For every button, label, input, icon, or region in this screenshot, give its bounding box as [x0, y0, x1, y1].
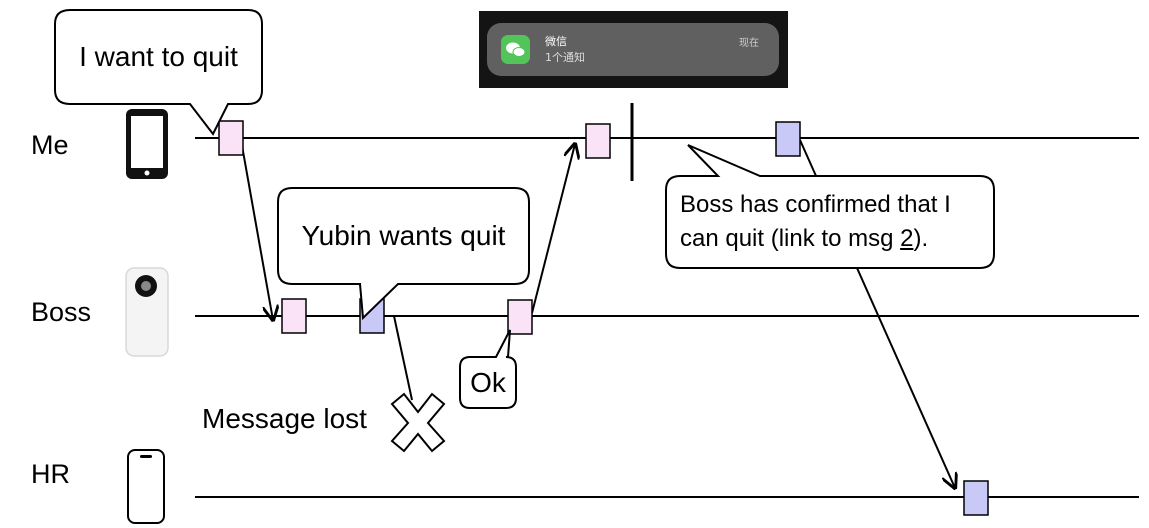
notification-app-name: 微信: [545, 35, 567, 48]
event-box-me-2: [585, 123, 611, 159]
bubble-ok-text: Ok: [470, 366, 506, 398]
message-lost-x-icon: [390, 392, 446, 453]
bubble-confirm-shape: [665, 144, 995, 269]
msg-link[interactable]: 2: [900, 225, 914, 252]
phone-white-camera-icon: [125, 267, 169, 357]
bubble-me-quit-shape: [54, 9, 263, 136]
confirm-line-1: Boss has confirmed that I: [680, 191, 951, 218]
notification-card[interactable]: 微信 1个通知 现在: [487, 23, 779, 76]
arrow-boss-to-hr-lost: [393, 315, 413, 401]
participant-label-me: Me: [31, 130, 69, 160]
bubble-boss-relay-text: Yubin wants quit: [301, 220, 506, 251]
notification-banner: 微信 1个通知 现在: [479, 11, 788, 88]
bubble-confirm-text: Boss has confirmed that I can quit (link…: [666, 176, 994, 268]
event-box-boss-3: [507, 299, 533, 335]
bubble-boss-relay-shape: [277, 187, 530, 321]
participant-label-hr: HR: [31, 459, 70, 489]
message-lost-label: Message lost: [202, 403, 367, 434]
notification-subtitle: 1个通知: [545, 51, 585, 64]
wechat-icon: [501, 35, 530, 64]
event-box-me-1: [218, 120, 244, 156]
confirm-line-2: can quit (link to msg 2).: [680, 225, 929, 252]
event-box-boss-1: [281, 298, 307, 334]
participant-label-boss: Boss: [31, 297, 92, 327]
event-box-hr-1: [963, 480, 989, 516]
event-box-me-3: [775, 121, 801, 157]
notification-time: 现在: [739, 38, 759, 49]
bubble-me-quit-text: I want to quit: [79, 41, 238, 72]
arrow-me-to-boss: [240, 139, 273, 320]
phone-black-icon: [126, 109, 168, 179]
arrow-boss-to-me: [531, 144, 575, 314]
bubble-ok-shape: [459, 329, 517, 409]
phone-outline-icon: [127, 449, 165, 524]
